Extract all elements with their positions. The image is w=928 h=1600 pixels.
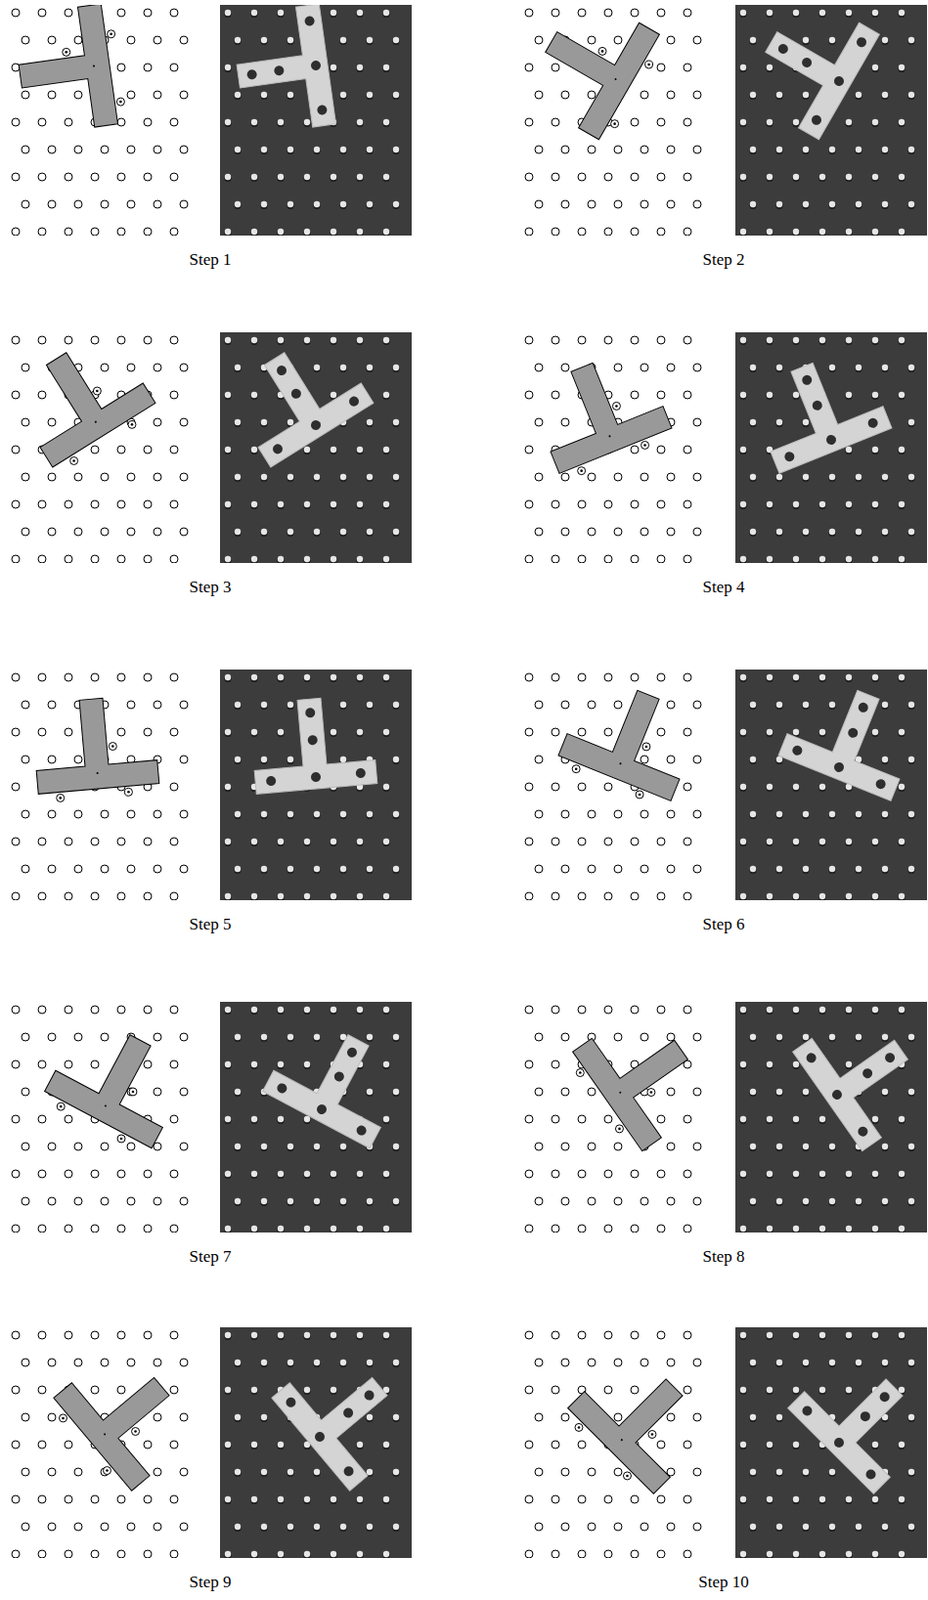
peg-board-photo (735, 1327, 928, 1559)
peg-board-schematic (7, 1002, 200, 1234)
step-caption: Step 5 (189, 915, 232, 935)
peg-board-schematic (7, 332, 200, 564)
peg-board-schematic (521, 4, 713, 236)
step-caption: Step 7 (189, 1247, 232, 1268)
peg-board-schematic (7, 1327, 200, 1559)
peg-board-schematic (521, 332, 713, 564)
peg-board-photo (220, 332, 412, 564)
peg-board-schematic (521, 669, 713, 901)
peg-board-photo (220, 669, 412, 901)
peg-board-photo (220, 1327, 412, 1559)
step-caption: Step 6 (703, 915, 746, 935)
step-caption: Step 4 (703, 577, 746, 598)
step-caption: Step 8 (703, 1247, 746, 1268)
step-caption: Step 3 (189, 577, 232, 598)
peg-board-photo (220, 1002, 412, 1234)
step-caption: Step 1 (189, 250, 232, 270)
step-caption: Step 2 (703, 250, 746, 270)
peg-board-schematic (7, 4, 200, 236)
step-caption: Step 10 (698, 1573, 749, 1593)
peg-board-photo (735, 669, 928, 901)
peg-board-photo (735, 4, 928, 236)
peg-board-schematic (521, 1002, 713, 1234)
peg-board-schematic (521, 1327, 713, 1559)
peg-board-photo (735, 332, 928, 564)
peg-board-photo (735, 1002, 928, 1234)
peg-board-schematic (7, 669, 200, 901)
peg-board-photo (220, 4, 412, 236)
step-caption: Step 9 (189, 1573, 232, 1593)
